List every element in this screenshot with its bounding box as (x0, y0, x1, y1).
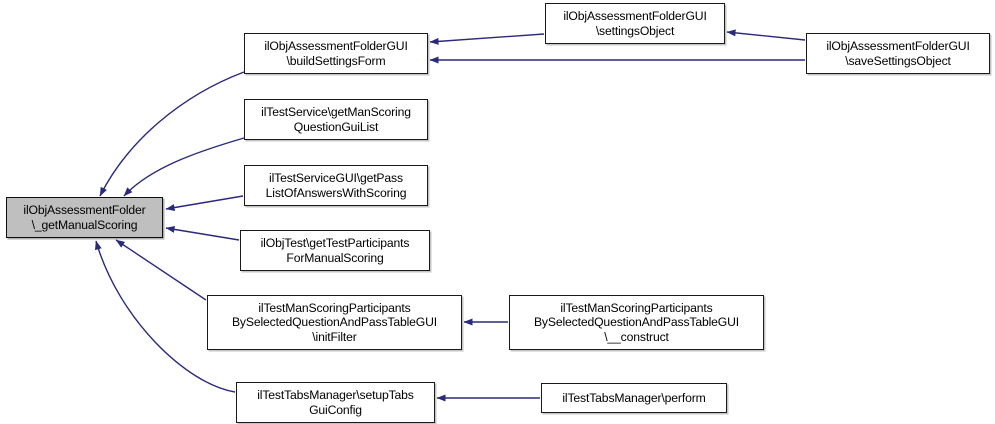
node-save-settings-object[interactable]: ilObjAssessmentFolderGUI \saveSettingsOb… (806, 33, 990, 74)
node-label: ilObjAssessmentFolderGUI \settingsObject (563, 8, 707, 38)
edge-getTestParticipantsForManualScoring-to-getManualScoring (165, 225, 240, 241)
edge-buildSettingsForm-to-getManualScoring (99, 71, 245, 197)
node-label: ilObjAssessmentFolder \_getManualScoring (23, 202, 146, 232)
edge-getPassListOfAnswersWithScoring-to-getManualScoring (165, 195, 244, 212)
node-label: ilTestService\getManScoring QuestionGuiL… (261, 104, 411, 134)
node-get-pass-list-of-answers-with-scoring[interactable]: ilTestServiceGUI\getPass ListOfAnswersWi… (244, 165, 428, 206)
node-get-test-participants-for-manual-scoring[interactable]: ilObjTest\getTestParticipants ForManualS… (240, 230, 430, 271)
node-label: ilTestTabsManager\perform (562, 390, 706, 405)
node-label: ilTestTabsManager\setupTabs GuiConfig (257, 387, 414, 417)
node-label: ilObjAssessmentFolderGUI \buildSettingsF… (264, 38, 408, 68)
node-get-manual-scoring[interactable]: ilObjAssessmentFolder \_getManualScoring (6, 197, 163, 238)
node-label: ilObjAssessmentFolderGUI \saveSettingsOb… (826, 38, 970, 68)
edge-initFilter-to-getManualScoring (115, 239, 207, 301)
node-label: ilObjTest\getTestParticipants ForManualS… (260, 235, 410, 265)
node-build-settings-form[interactable]: ilObjAssessmentFolderGUI \buildSettingsF… (244, 33, 428, 74)
edge-settingsObject-to-buildSettingsForm (429, 33, 545, 45)
node-label: ilTestManScoringParticipants BySelectedQ… (533, 300, 740, 344)
node-get-man-scoring-question-gui-list[interactable]: ilTestService\getManScoring QuestionGuiL… (244, 99, 428, 140)
node-setup-tabs-gui-config[interactable]: ilTestTabsManager\setupTabs GuiConfig (236, 382, 435, 423)
node-label: ilTestManScoringParticipants BySelectedQ… (231, 300, 438, 344)
edge-getManScoringQuestionGuiList-to-getManualScoring (123, 137, 245, 197)
edge-saveSettingsObject-to-settingsObject (726, 29, 806, 41)
node-label: ilTestServiceGUI\getPass ListOfAnswersWi… (265, 170, 407, 200)
node-settings-object[interactable]: ilObjAssessmentFolderGUI \settingsObject (545, 3, 725, 44)
node-perform[interactable]: ilTestTabsManager\perform (541, 383, 727, 413)
node-construct[interactable]: ilTestManScoringParticipants BySelectedQ… (509, 295, 764, 350)
node-init-filter[interactable]: ilTestManScoringParticipants BySelectedQ… (207, 295, 462, 350)
